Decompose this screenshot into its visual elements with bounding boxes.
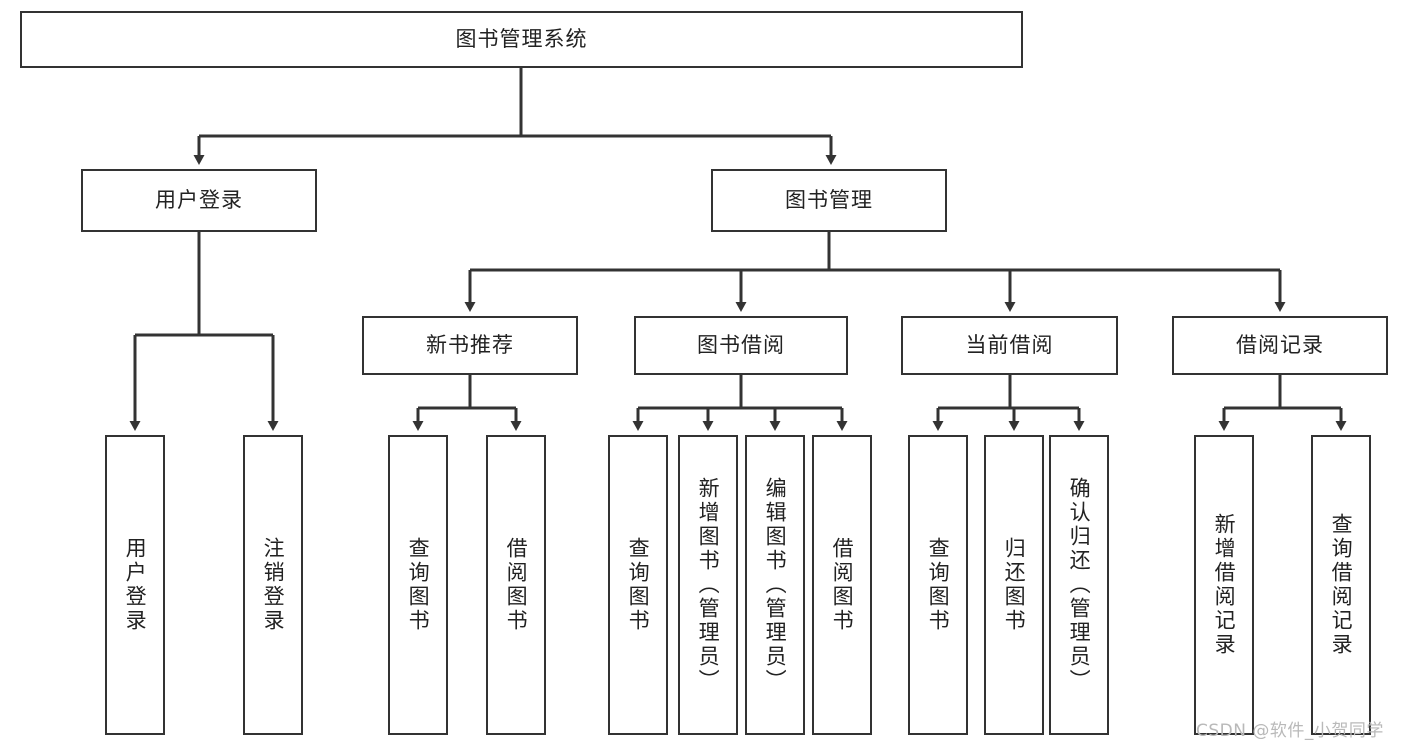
leaf-borrow-book-recommendation[interactable]: 借阅图书 — [486, 435, 546, 735]
leaf-query-book-recommendation[interactable]: 查询图书 — [388, 435, 448, 735]
leaf-query-borrow-record[interactable]: 查询借阅记录 — [1311, 435, 1371, 735]
leaf-user-login[interactable]: 用户登录 — [105, 435, 165, 735]
leaf-user-logout[interactable]: 注销登录 — [243, 435, 303, 735]
node-borrow-record[interactable]: 借阅记录 — [1172, 316, 1388, 375]
node-book-manage[interactable]: 图书管理 — [711, 169, 947, 232]
node-root-system[interactable]: 图书管理系统 — [20, 11, 1023, 68]
leaf-confirm-return-admin[interactable]: 确认归还（管理员） — [1049, 435, 1109, 735]
leaf-edit-book-admin[interactable]: 编辑图书（管理员） — [745, 435, 805, 735]
node-new-book-recommendation[interactable]: 新书推荐 — [362, 316, 578, 375]
node-book-borrow[interactable]: 图书借阅 — [634, 316, 848, 375]
leaf-query-book-borrow[interactable]: 查询图书 — [608, 435, 668, 735]
node-user-login[interactable]: 用户登录 — [81, 169, 317, 232]
leaf-add-book-admin[interactable]: 新增图书（管理员） — [678, 435, 738, 735]
leaf-borrow-book[interactable]: 借阅图书 — [812, 435, 872, 735]
csdn-watermark: CSDN @软件_小贺同学 — [1196, 721, 1384, 741]
leaf-return-book[interactable]: 归还图书 — [984, 435, 1044, 735]
leaf-add-borrow-record[interactable]: 新增借阅记录 — [1194, 435, 1254, 735]
node-current-borrow[interactable]: 当前借阅 — [901, 316, 1118, 375]
leaf-query-book-current[interactable]: 查询图书 — [908, 435, 968, 735]
